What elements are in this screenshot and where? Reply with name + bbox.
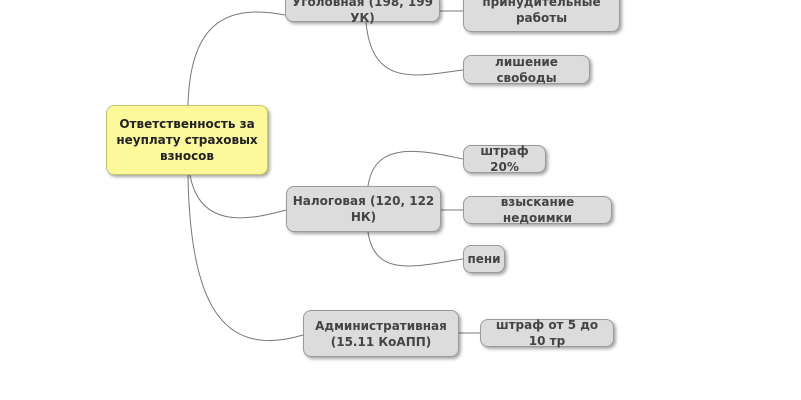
connector-root-admin — [187, 174, 304, 341]
leaf-imprisonment[interactable]: лишение свободы — [463, 55, 590, 85]
root-node[interactable]: Ответственность за неуплату страховых вз… — [106, 105, 268, 175]
leaf-penalty[interactable]: пени — [463, 245, 505, 273]
leaf-fine-5-10[interactable]: штраф от 5 до 10 тр — [480, 318, 614, 348]
branch-administrative[interactable]: Административная (15.11 КоАПП) — [303, 310, 459, 357]
leaf-arrears-recovery[interactable]: взыскание недоимки — [463, 195, 612, 225]
connector-tax-fine — [367, 150, 464, 187]
connector-root-tax — [189, 174, 287, 219]
leaf-forced-labor[interactable]: принудительные работы — [463, 0, 620, 32]
connector-tax-penalty — [367, 231, 464, 267]
branch-criminal[interactable]: Уголовная (198, 199 УК) — [285, 0, 440, 25]
leaf-fine-20[interactable]: штраф 20% — [463, 144, 546, 174]
connector-criminal-prison — [365, 21, 464, 76]
connector-root-criminal — [187, 11, 286, 106]
branch-tax[interactable]: Налоговая (120, 122 НК) — [286, 186, 441, 232]
